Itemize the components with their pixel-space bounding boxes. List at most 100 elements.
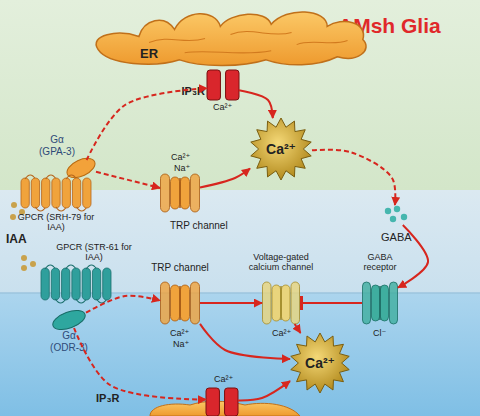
channel-subunit — [381, 285, 389, 321]
ion-label: Ca²⁺ — [213, 102, 232, 112]
ip3-receptor: IP₃R — [207, 70, 239, 100]
channel-subunit — [263, 282, 272, 324]
signal-arrow — [238, 381, 290, 400]
ion-label: Na⁺ — [174, 163, 190, 173]
channel-subunit — [191, 174, 200, 212]
ion-label: Ca²⁺ — [170, 328, 189, 338]
ligand-dot — [11, 202, 17, 208]
signal-arrow — [200, 324, 290, 359]
channel-subunit — [171, 177, 180, 209]
gpcr-helix — [83, 178, 91, 208]
node-label: IP₃R — [165, 85, 205, 98]
g-alpha-protein: Gα (GPA-3) — [66, 160, 96, 176]
node-label: GPCR (SRH-79 for IAA) — [16, 212, 96, 232]
ip3-receptor-outline — [206, 388, 238, 416]
signal-arrow — [86, 296, 160, 313]
channel-subunit — [161, 174, 170, 212]
node-label: TRP channel — [145, 262, 215, 274]
node-label: Voltage-gated calcium channel — [240, 252, 322, 272]
gaba-dot — [394, 206, 400, 212]
gpcr-helix — [52, 178, 60, 208]
inhibition-connector — [300, 302, 362, 304]
g-alpha-protein-outline — [66, 160, 96, 176]
ip3r-subunit — [226, 70, 239, 100]
channel-subunit — [372, 285, 380, 321]
gpcr-helix — [103, 268, 111, 300]
ip3r-subunit — [206, 388, 219, 416]
gpcr-helix — [62, 268, 70, 300]
ligand-dot — [30, 261, 36, 267]
channel-subunit — [181, 285, 190, 321]
signal-arrow — [398, 225, 428, 288]
er-fold — [231, 32, 292, 35]
channel-subunit — [291, 282, 300, 324]
gaba-dot — [401, 214, 407, 220]
calcium-star — [291, 333, 349, 393]
channel-pore — [179, 178, 181, 208]
node-label: Gα (GPA-3) — [36, 134, 78, 158]
ligand-dot — [21, 255, 27, 261]
signal-arrow — [239, 90, 273, 118]
node-label: Ca²⁺ — [290, 355, 350, 371]
channel-subunit — [363, 282, 371, 324]
gpcr-helix — [92, 268, 100, 300]
ip3r-subunit — [207, 70, 220, 100]
node-label: IP₃R — [96, 392, 136, 405]
gpcr-receptor: GPCR (SRH-79 for IAA) — [20, 176, 92, 210]
node-label: GPCR (STR-61 for IAA) — [54, 242, 134, 262]
gpcr-receptor-outline — [40, 266, 112, 302]
ip3-receptor: IP₃R — [206, 388, 238, 416]
gpcr-helix — [82, 268, 90, 300]
gpcr-helix — [31, 178, 39, 208]
calcium-channel-outline — [262, 282, 300, 324]
signal-arrow — [295, 324, 301, 333]
ion-label: Cl⁻ — [373, 328, 386, 338]
er-shape — [96, 12, 366, 66]
signal-arrow — [312, 150, 395, 205]
signal-arrow — [200, 169, 250, 188]
node-label: Ca²⁺ — [250, 141, 312, 157]
channel-subunit — [272, 285, 281, 321]
channel-pore — [179, 286, 181, 320]
gpcr-receptor-outline — [20, 176, 92, 210]
ligand-dot — [21, 265, 27, 271]
gpcr-helix — [42, 178, 50, 208]
ligand-dot — [10, 214, 16, 220]
channel-subunit — [161, 282, 170, 324]
ion-label: Ca²⁺ — [272, 328, 291, 338]
er-organelle-outline — [88, 4, 373, 70]
channel-pore — [379, 286, 381, 320]
gaba-molecules: GABA — [383, 205, 409, 225]
trp-channel: TRP channel — [160, 174, 200, 212]
node-label: Gα (ODR-3) — [47, 330, 91, 354]
gpcr-helix — [21, 178, 29, 208]
trp-channel-outline — [160, 174, 200, 212]
gpcr-helix — [41, 268, 49, 300]
gaba-molecules-outline — [383, 205, 409, 225]
neuron-cytoplasm — [0, 293, 480, 416]
calcium-channel: Voltage-gated calcium channel — [262, 282, 300, 324]
g-alpha-protein-outline — [52, 312, 86, 328]
ion-label: Na⁺ — [173, 339, 189, 349]
ion-label: Ca²⁺ — [171, 152, 190, 162]
signal-arrow — [96, 172, 160, 188]
g-protein-shape — [50, 307, 87, 334]
g-alpha-protein: Gα (ODR-3) — [52, 312, 86, 328]
node-label: TRP channel — [170, 220, 240, 232]
er-fold — [185, 51, 272, 53]
gaba-dot — [390, 216, 396, 222]
gpcr-helix — [62, 178, 70, 208]
channel-subunit — [171, 285, 180, 321]
gpcr-helix — [51, 268, 59, 300]
gaba-dot — [385, 208, 391, 214]
node-label: ER — [140, 46, 170, 61]
ion-label: Ca²⁺ — [214, 374, 233, 384]
g-protein-shape — [64, 154, 98, 181]
signal-arrow — [87, 88, 207, 160]
ip3r-subunit — [225, 388, 238, 416]
gaba-receptor: GABA receptor — [362, 282, 398, 324]
er-organelle: ER — [88, 4, 373, 70]
er-fold — [149, 39, 205, 43]
